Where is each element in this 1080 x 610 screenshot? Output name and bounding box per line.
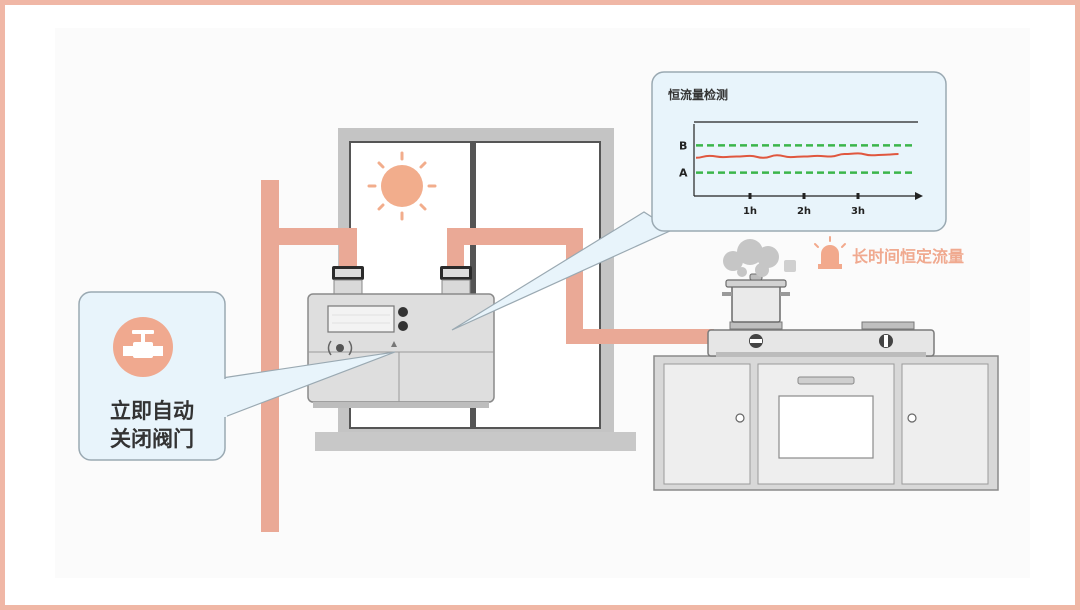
valve-icon bbox=[113, 317, 173, 377]
cabinet-knob-right bbox=[907, 413, 917, 423]
x-axis-arrow bbox=[915, 192, 923, 200]
steam-icon bbox=[723, 239, 796, 277]
threshold-label-b: B bbox=[679, 139, 687, 152]
window-sill bbox=[315, 432, 636, 451]
cabinet-knob-left bbox=[735, 413, 745, 423]
burner-right bbox=[861, 321, 915, 330]
stove-knob-right[interactable] bbox=[879, 334, 893, 348]
threshold-label-a: A bbox=[679, 167, 688, 180]
meter-button-top[interactable] bbox=[398, 307, 408, 317]
chart-title: 恒流量检测 bbox=[668, 87, 728, 102]
kitchen-cabinet bbox=[653, 355, 999, 491]
sun-icon bbox=[367, 151, 437, 221]
cooking-pot bbox=[722, 273, 790, 323]
valve-label-line1: 立即自动 bbox=[110, 399, 194, 423]
oven-window bbox=[778, 395, 874, 459]
x-tick-mark-1 bbox=[748, 193, 752, 199]
burner-left bbox=[729, 321, 783, 330]
meter-sensor-icon bbox=[327, 340, 353, 356]
x-tick-label-3: 3h bbox=[851, 206, 865, 217]
oven-handle bbox=[797, 376, 855, 385]
gas-pipe bbox=[261, 180, 714, 532]
alarm-label: 长时间恒定流量 bbox=[852, 247, 964, 266]
x-tick-mark-2 bbox=[802, 193, 806, 199]
flow-chart: B A 1h 2h 3h bbox=[679, 121, 923, 217]
meter-indicator-icon bbox=[391, 341, 397, 347]
valve-label-line2: 关闭阀门 bbox=[110, 427, 194, 451]
pipe-horizontal-left bbox=[261, 228, 357, 245]
gas-stove bbox=[707, 321, 935, 357]
x-tick-mark-3 bbox=[856, 193, 860, 199]
x-tick-label-2: 2h bbox=[797, 206, 811, 217]
gas-meter bbox=[307, 293, 495, 408]
x-tick-label-1: 1h bbox=[743, 206, 757, 217]
meter-display bbox=[327, 305, 395, 333]
pipe-drop-right bbox=[566, 228, 583, 344]
flow-series-line bbox=[695, 152, 899, 159]
flow-chart-callout: 恒流量检测 B A 1h 2h 3h bbox=[451, 71, 947, 331]
vertical-supply-pipe bbox=[261, 180, 279, 532]
cabinet-door-right[interactable] bbox=[901, 363, 989, 485]
valve-callout: 立即自动 关闭阀门 bbox=[78, 291, 396, 461]
stove-knob-left[interactable] bbox=[749, 334, 763, 348]
gas-meter-scene: 长时间恒定流量 立即自动 关闭阀门 恒流量检测 B A 1h 2h 3h bbox=[55, 28, 1030, 578]
pipe-drop-inlet bbox=[339, 228, 357, 276]
cabinet-door-left[interactable] bbox=[663, 363, 751, 485]
pipe-coupling-left bbox=[332, 266, 364, 295]
siren-icon bbox=[814, 236, 846, 269]
pipe-horizontal-right bbox=[447, 228, 583, 245]
pipe-coupling-right bbox=[440, 266, 472, 295]
meter-button-bottom[interactable] bbox=[398, 321, 408, 331]
pipe-to-stove bbox=[566, 329, 714, 344]
